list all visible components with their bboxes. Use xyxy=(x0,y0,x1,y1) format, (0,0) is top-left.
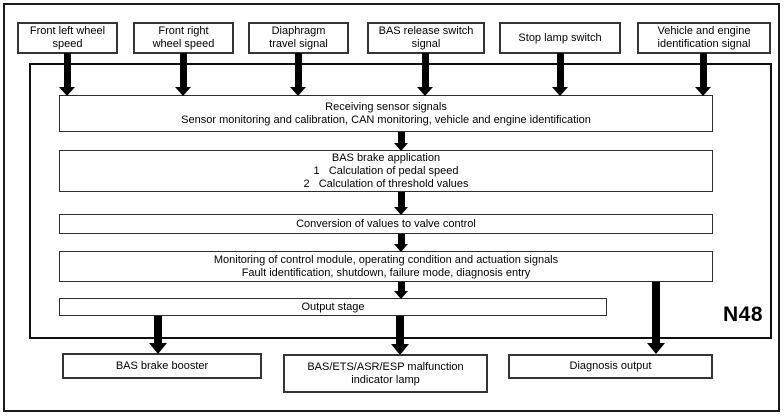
box-label-line: travel signal xyxy=(269,38,328,50)
arrow-stem xyxy=(154,316,162,343)
process-box-output-stage: Output stage xyxy=(59,298,607,316)
process-box-receiving-sensor-signals: Receiving sensor signals Sensor monitori… xyxy=(59,95,713,132)
box-label-line: 1 Calculation of pedal speed xyxy=(313,164,459,177)
arrow-stem xyxy=(398,282,405,291)
module-label-n48: N48 xyxy=(722,303,763,326)
arrow-head xyxy=(59,87,75,96)
box-label-line: Monitoring of control module, operating … xyxy=(213,253,559,266)
box-label-line: Output stage xyxy=(301,300,365,313)
arrow-head xyxy=(417,87,433,96)
arrow-stem xyxy=(398,132,405,143)
arrow-stem xyxy=(180,53,187,87)
arrow-stem xyxy=(398,192,405,207)
output-box-malfunction-indicator-lamp: BAS/ETS/ASR/ESP malfunction indicator la… xyxy=(283,354,488,393)
box-label-line: signal xyxy=(411,38,441,50)
process-box-conversion-to-valve-control: Conversion of values to valve control xyxy=(59,214,713,234)
box-label-line: Sensor monitoring and calibration, CAN m… xyxy=(181,113,591,126)
arrow-head xyxy=(393,143,408,151)
box-label-line: Vehicle and engine xyxy=(657,25,751,37)
box-label-line: 2 Calculation of threshold values xyxy=(303,177,469,190)
box-label-line: BAS release switch xyxy=(378,25,474,37)
box-label-line: Fault identification, shutdown, failure … xyxy=(241,266,531,279)
arrow-stem xyxy=(422,53,429,87)
input-box-bas-release-switch-signal: BAS release switch signal xyxy=(367,22,485,54)
arrow-head xyxy=(393,207,408,215)
box-label-line: Front left wheel xyxy=(29,25,106,37)
arrow-head xyxy=(647,343,665,354)
box-label-line: wheel speed xyxy=(152,38,215,50)
arrow-stem xyxy=(64,53,71,87)
arrow-stem xyxy=(652,282,660,343)
arrow-stem xyxy=(700,53,707,87)
input-box-front-left-wheel-speed: Front left wheel speed xyxy=(17,22,118,54)
arrow-head xyxy=(393,244,408,252)
arrow-head xyxy=(695,87,711,96)
box-label-line: identification signal xyxy=(657,38,751,50)
box-label-line: Receiving sensor signals xyxy=(325,100,447,113)
input-box-stop-lamp-switch: Stop lamp switch xyxy=(499,22,621,54)
arrow-stem xyxy=(398,234,405,244)
box-label-line: speed xyxy=(52,38,83,50)
box-label-line: BAS/ETS/ASR/ESP malfunction xyxy=(307,360,464,373)
input-box-front-right-wheel-speed: Front right wheel speed xyxy=(133,22,234,54)
box-label-line: Diagnosis output xyxy=(569,360,652,372)
box-label-line: Diaphragm xyxy=(271,25,326,37)
process-box-monitoring: Monitoring of control module, operating … xyxy=(59,251,713,282)
output-box-diagnosis-output: Diagnosis output xyxy=(508,354,713,379)
box-label-line: Front right xyxy=(158,25,209,37)
arrow-stem xyxy=(396,316,404,344)
arrow-head xyxy=(393,291,408,299)
box-label-line: Stop lamp switch xyxy=(518,31,602,44)
box-label-line: indicator lamp xyxy=(351,373,420,386)
arrow-stem xyxy=(557,53,564,87)
arrow-stem xyxy=(295,53,302,87)
box-label-line: BAS brake application xyxy=(331,151,441,164)
arrow-head xyxy=(175,87,191,96)
arrow-head xyxy=(391,344,409,355)
output-box-bas-brake-booster: BAS brake booster xyxy=(62,353,262,379)
arrow-head xyxy=(149,343,167,354)
arrow-head xyxy=(552,87,568,96)
input-box-diaphragm-travel-signal: Diaphragm travel signal xyxy=(248,22,349,54)
arrow-head xyxy=(290,87,306,96)
box-label-line: Conversion of values to valve control xyxy=(296,217,476,230)
input-box-vehicle-engine-identification-signal: Vehicle and engine identification signal xyxy=(637,22,771,54)
process-box-bas-brake-application: BAS brake application 1 Calculation of p… xyxy=(59,150,713,192)
box-label-line: BAS brake booster xyxy=(115,359,209,372)
